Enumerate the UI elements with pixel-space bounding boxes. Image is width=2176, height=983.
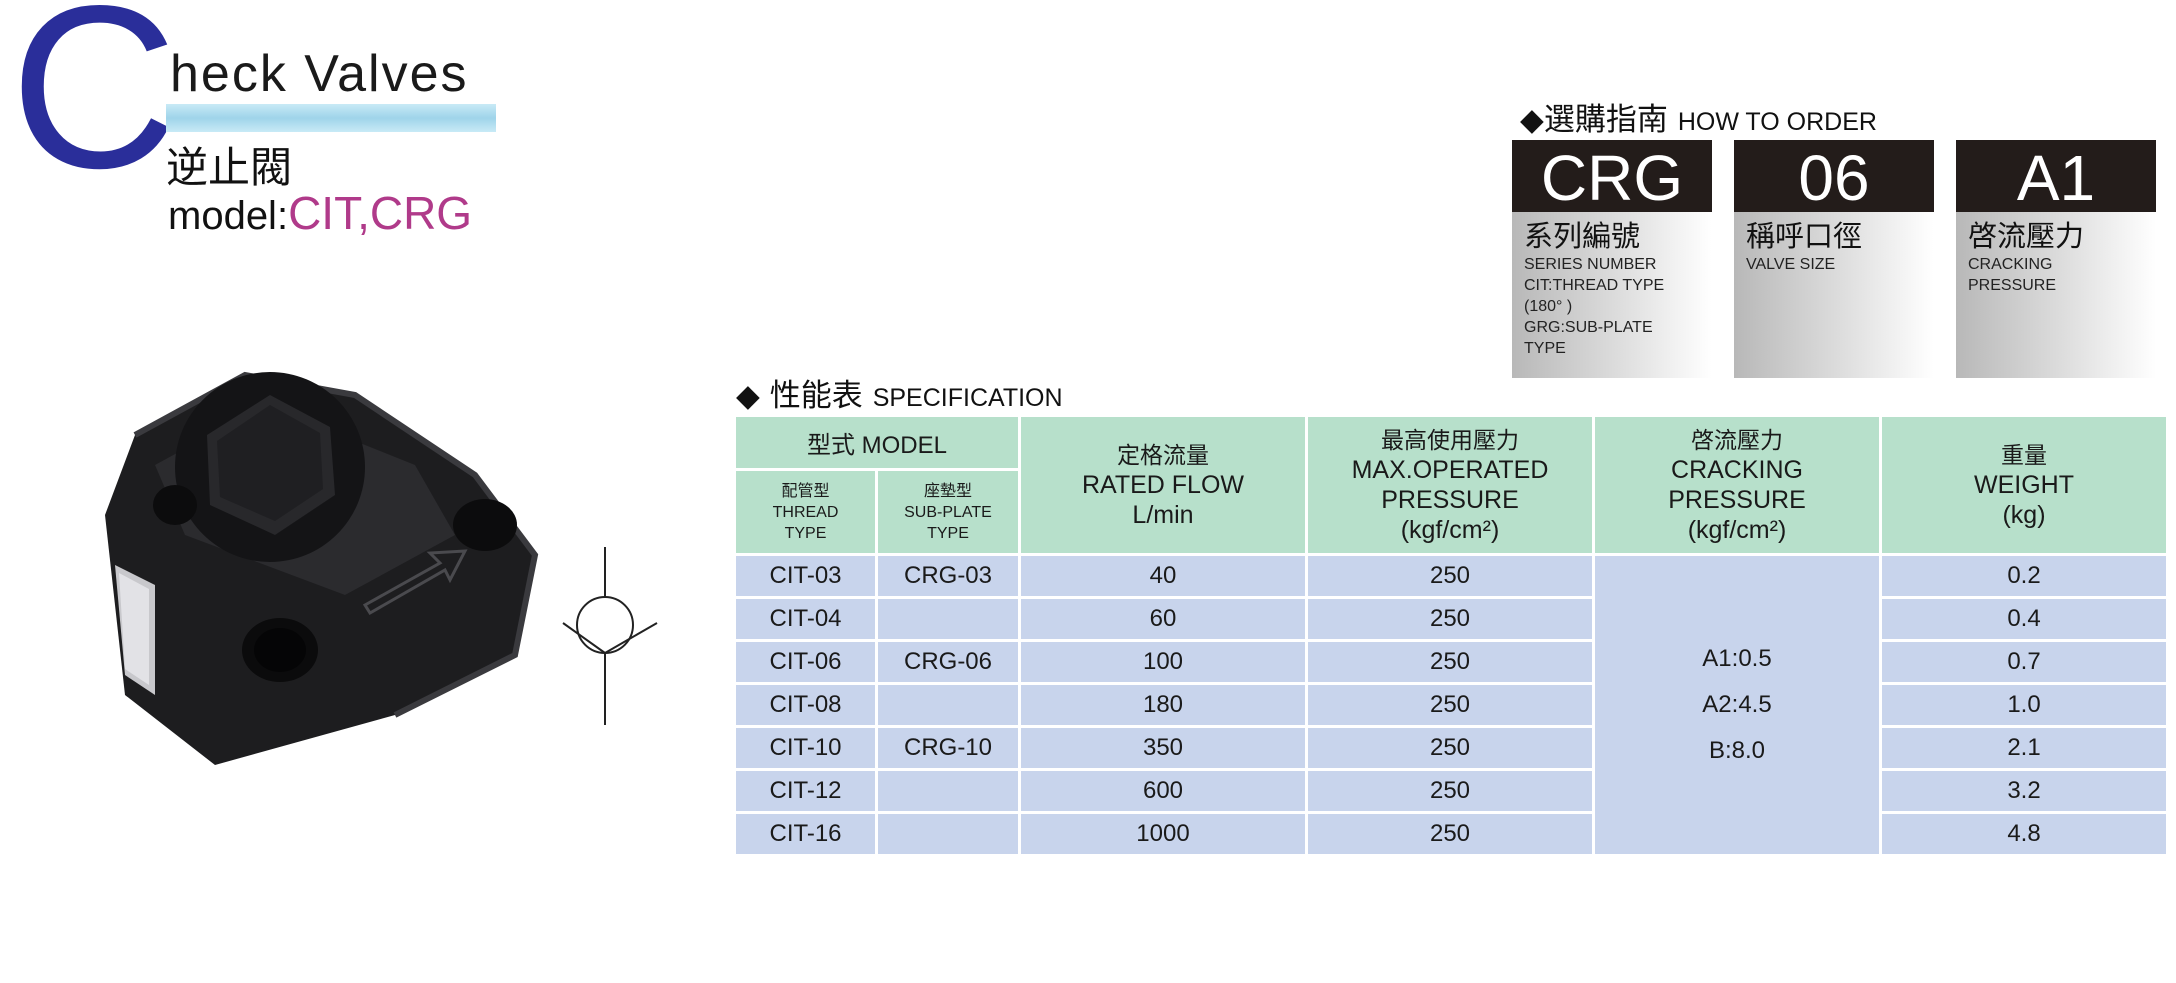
cell-flow: 350 — [1018, 725, 1308, 771]
order-code-valve-size: 06 — [1734, 140, 1934, 214]
cell-weight: 0.7 — [1879, 639, 2169, 685]
header-subplate-type: 座墊型 SUB-PLATE TYPE — [875, 468, 1021, 556]
cell-cracking-pressure: A1:0.5 A2:4.5 B:8.0 — [1592, 553, 1882, 857]
model-line: model:CIT,CRG — [168, 186, 472, 240]
how-to-order-heading-en: HOW TO ORDER — [1677, 108, 1877, 136]
order-box-valve-size: 06 稱呼口徑 VALVE SIZE — [1734, 140, 1934, 378]
cell-weight: 4.8 — [1879, 811, 2169, 857]
header-weight-en: WEIGHT (kg) — [1974, 471, 2074, 529]
order-title-series: 系列編號 — [1524, 219, 1641, 253]
header-model: 型式 MODEL — [733, 414, 1021, 471]
header-max-pressure-en: MAX.OPERATED PRESSURE (kgf/cm²) — [1351, 456, 1549, 544]
cell-flow: 100 — [1018, 639, 1308, 685]
title-underline-bar — [166, 104, 496, 132]
table-row: CIT-16 1000 250 4.8 — [733, 811, 2169, 857]
header-cracking-pressure: 啓流壓力 CRACKING PRESSURE (kgf/cm²) — [1592, 414, 1882, 556]
order-desc-cracking: 啓流壓力 CRACKING PRESSURE — [1956, 212, 2156, 378]
cell-thread: CIT-03 — [733, 553, 878, 599]
header-rated-flow-zh: 定格流量 — [1117, 442, 1209, 468]
order-text-series: SERIES NUMBER CIT:THREAD TYPE (180° ) GR… — [1524, 256, 1665, 357]
order-code-cracking: A1 — [1956, 140, 2156, 214]
cell-thread: CIT-12 — [733, 768, 878, 814]
table-row: CIT-04 60 250 0.4 — [733, 596, 2169, 642]
cell-thread: CIT-04 — [733, 596, 878, 642]
specification-heading-en: SPECIFICATION — [872, 384, 1063, 412]
order-text-cracking: CRACKING PRESSURE — [1968, 256, 2057, 294]
order-desc-valve-size: 稱呼口徑 VALVE SIZE — [1734, 212, 1934, 378]
cell-thread: CIT-06 — [733, 639, 878, 685]
header-weight: 重量 WEIGHT (kg) — [1879, 414, 2169, 556]
cell-flow: 60 — [1018, 596, 1308, 642]
cell-flow: 40 — [1018, 553, 1308, 599]
table-row: CIT-08 180 250 1.0 — [733, 682, 2169, 728]
cell-flow: 600 — [1018, 768, 1308, 814]
cell-flow: 180 — [1018, 682, 1308, 728]
header-cracking-pressure-zh: 啓流壓力 — [1691, 427, 1783, 453]
cell-subplate — [875, 596, 1021, 642]
cell-pressure: 250 — [1305, 811, 1595, 857]
how-to-order-heading-zh: ◆選購指南 — [1520, 102, 1668, 138]
header-max-pressure: 最高使用壓力 MAX.OPERATED PRESSURE (kgf/cm²) — [1305, 414, 1595, 556]
check-valve-product-image — [105, 371, 539, 765]
how-to-order-heading: ◆選購指南 HOW TO ORDER — [1520, 94, 1877, 139]
table-row: CIT-06 CRG-06 100 250 0.7 — [733, 639, 2169, 685]
order-title-valve-size: 稱呼口徑 — [1746, 219, 1863, 253]
specification-heading-zh: ◆ 性能表 — [736, 378, 863, 414]
order-box-series: CRG 系列編號 SERIES NUMBER CIT:THREAD TYPE (… — [1512, 140, 1712, 378]
cell-pressure: 250 — [1305, 553, 1595, 599]
cell-subplate: CRG-06 — [875, 639, 1021, 685]
cell-subplate: CRG-10 — [875, 725, 1021, 771]
cell-weight: 1.0 — [1879, 682, 2169, 728]
page-title: heck Valves — [170, 45, 469, 103]
cell-pressure: 250 — [1305, 768, 1595, 814]
table-row: CIT-12 600 250 3.2 — [733, 768, 2169, 814]
cell-subplate — [875, 768, 1021, 814]
order-desc-series: 系列編號 SERIES NUMBER CIT:THREAD TYPE (180°… — [1512, 212, 1712, 378]
model-label: model: — [168, 194, 289, 238]
cell-weight: 3.2 — [1879, 768, 2169, 814]
order-box-cracking: A1 啓流壓力 CRACKING PRESSURE — [1956, 140, 2156, 378]
specification-table: 型式 MODEL 定格流量 RATED FLOW L/min 最高使用壓力 MA… — [733, 414, 2169, 857]
cell-flow: 1000 — [1018, 811, 1308, 857]
cell-thread: CIT-16 — [733, 811, 878, 857]
specification-heading: ◆ 性能表 SPECIFICATION — [736, 370, 1063, 415]
header-thread-type: 配管型 THREAD TYPE — [733, 468, 878, 556]
cell-subplate: CRG-03 — [875, 553, 1021, 599]
title-big-letter: C — [10, 0, 178, 217]
header-cracking-pressure-en: CRACKING PRESSURE (kgf/cm²) — [1668, 456, 1806, 544]
cell-pressure: 250 — [1305, 596, 1595, 642]
order-code-series: CRG — [1512, 140, 1712, 214]
model-value: CIT,CRG — [288, 187, 473, 239]
header-weight-zh: 重量 — [2001, 442, 2047, 468]
cell-pressure: 250 — [1305, 725, 1595, 771]
table-row: CIT-03 CRG-03 40 250 A1:0.5 A2:4.5 B:8.0… — [733, 553, 2169, 857]
order-title-cracking: 啓流壓力 — [1968, 219, 2085, 253]
cell-thread: CIT-10 — [733, 725, 878, 771]
cell-pressure: 250 — [1305, 639, 1595, 685]
cell-weight: 0.2 — [1879, 553, 2169, 599]
cell-weight: 0.4 — [1879, 596, 2169, 642]
table-row: CIT-10 CRG-10 350 250 2.1 — [733, 725, 2169, 771]
cell-subplate — [875, 682, 1021, 728]
cell-thread: CIT-08 — [733, 682, 878, 728]
cell-pressure: 250 — [1305, 682, 1595, 728]
header-max-pressure-zh: 最高使用壓力 — [1381, 427, 1519, 453]
header-rated-flow-en: RATED FLOW L/min — [1081, 471, 1245, 529]
cell-weight: 2.1 — [1879, 725, 2169, 771]
check-valve-symbol-icon — [562, 547, 658, 725]
cell-subplate — [875, 811, 1021, 857]
order-text-valve-size: VALVE SIZE — [1746, 256, 1836, 273]
header-rated-flow: 定格流量 RATED FLOW L/min — [1018, 414, 1308, 556]
page-title-chinese: 逆止閥 — [166, 143, 293, 192]
